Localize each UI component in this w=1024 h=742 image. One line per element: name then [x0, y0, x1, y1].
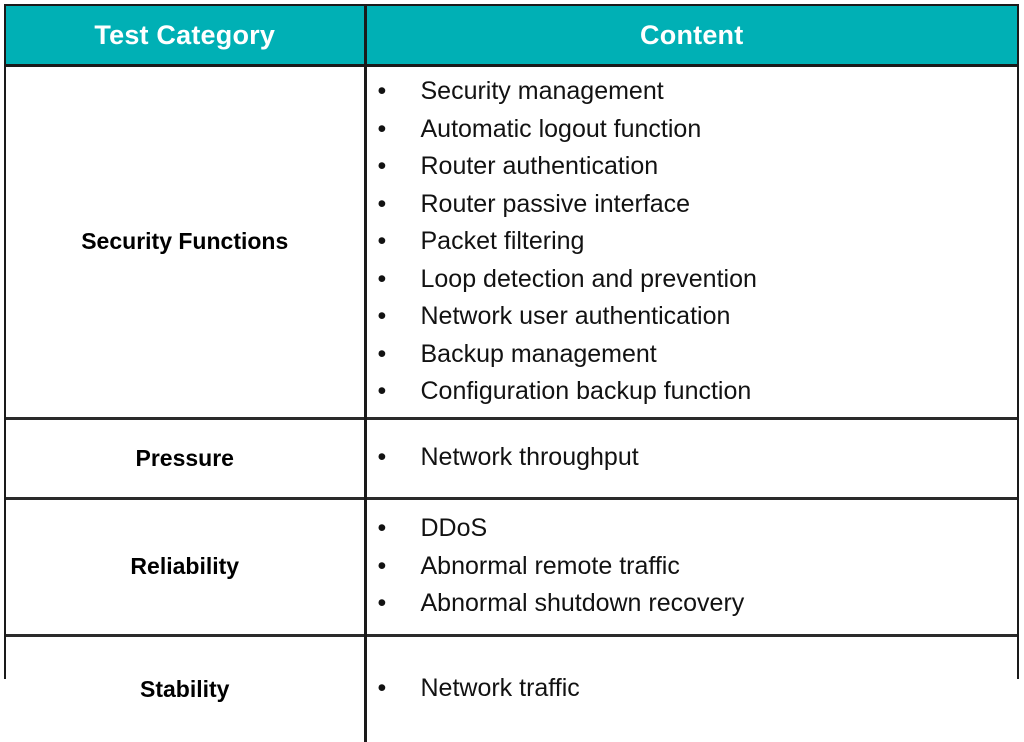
list-item-label: Router passive interface	[420, 189, 691, 218]
bullet-icon: •	[377, 674, 387, 703]
bullet-list-security-functions: • Security management • Automatic logout f…	[367, 73, 1018, 411]
category-label-security-functions: Security Functions	[6, 65, 367, 418]
list-item: • Automatic logout function	[367, 111, 1018, 149]
test-category-table: Test Category Content Security Functions…	[6, 6, 1017, 742]
list-item: • Loop detection and prevention	[367, 261, 1018, 299]
bullet-icon: •	[377, 189, 387, 218]
bullet-list-reliability: • DDoS • Abnormal remote traffic • Abnormal…	[367, 510, 1018, 623]
list-item: • Network throughput	[367, 439, 1018, 477]
bullet-list-pressure: • Network throughput	[367, 439, 1018, 477]
category-label-stability: Stability	[6, 633, 367, 742]
list-item-label: Router authentication	[420, 152, 659, 180]
content-cell-reliability: • DDoS • Abnormal remote traffic • Abnormal…	[365, 496, 1018, 635]
list-item: • DDoS	[367, 510, 1018, 548]
bullet-icon: •	[377, 227, 387, 255]
list-item-label: Backup management	[420, 339, 657, 368]
bullet-icon: •	[377, 339, 387, 368]
list-item-label: Configuration backup function	[420, 377, 752, 405]
list-item: • Network user authentication	[367, 298, 1018, 336]
list-item: • Abnormal shutdown recovery	[367, 585, 1018, 623]
list-item-label: Packet filtering	[420, 227, 585, 255]
list-item-label: Security management	[420, 77, 664, 105]
list-item-label: DDoS	[420, 514, 488, 543]
column-header-content: Content	[365, 6, 1017, 67]
list-item: • Abnormal remote traffic	[367, 548, 1018, 586]
list-item-label: Network throughput	[420, 443, 639, 472]
list-item-label: Abnormal shutdown recovery	[420, 589, 745, 618]
table-body: Security Functions • Security management …	[6, 65, 1018, 742]
list-item: • Configuration backup function	[367, 373, 1018, 411]
bullet-icon: •	[377, 114, 387, 143]
table-row: Security Functions • Security management …	[6, 65, 1018, 418]
bullet-icon: •	[377, 77, 387, 105]
table-header-row: Test Category Content	[6, 6, 1017, 67]
list-item: • Router passive interface	[367, 186, 1018, 224]
category-label-pressure: Pressure	[6, 416, 367, 498]
list-item: • Router authentication	[367, 148, 1018, 186]
bullet-list-stability: • Network traffic	[367, 670, 1018, 708]
table-header: Test Category Content	[6, 6, 1017, 67]
list-item-label: Loop detection and prevention	[420, 264, 757, 293]
bullet-icon: •	[377, 589, 387, 618]
table-row: Pressure • Network throughput	[6, 416, 1018, 498]
bullet-icon: •	[377, 443, 387, 472]
list-item-label: Network traffic	[420, 674, 580, 703]
category-label-reliability: Reliability	[6, 496, 367, 635]
list-item: • Packet filtering	[367, 223, 1018, 261]
list-item: • Security management	[367, 73, 1018, 111]
list-item: • Network traffic	[367, 670, 1018, 708]
content-cell-security-functions: • Security management • Automatic logout f…	[365, 65, 1018, 418]
content-cell-pressure: • Network throughput	[365, 416, 1018, 498]
list-item-label: Automatic logout function	[420, 114, 702, 143]
test-category-table-container: Test Category Content Security Functions…	[4, 4, 1019, 742]
bullet-icon: •	[377, 264, 387, 293]
bullet-icon: •	[377, 152, 387, 180]
table-row: Reliability • DDoS • Abnormal remote traff…	[6, 496, 1018, 635]
content-cell-stability: • Network traffic	[365, 633, 1018, 742]
table-row: Stability • Network traffic	[6, 633, 1018, 742]
column-header-test-category: Test Category	[6, 6, 367, 67]
bullet-icon: •	[377, 302, 387, 330]
bullet-icon: •	[377, 377, 387, 405]
bullet-icon: •	[377, 551, 387, 580]
list-item-label: Network user authentication	[420, 302, 731, 330]
list-item-label: Abnormal remote traffic	[420, 551, 680, 580]
bullet-icon: •	[377, 514, 387, 543]
list-item: • Backup management	[367, 336, 1018, 374]
